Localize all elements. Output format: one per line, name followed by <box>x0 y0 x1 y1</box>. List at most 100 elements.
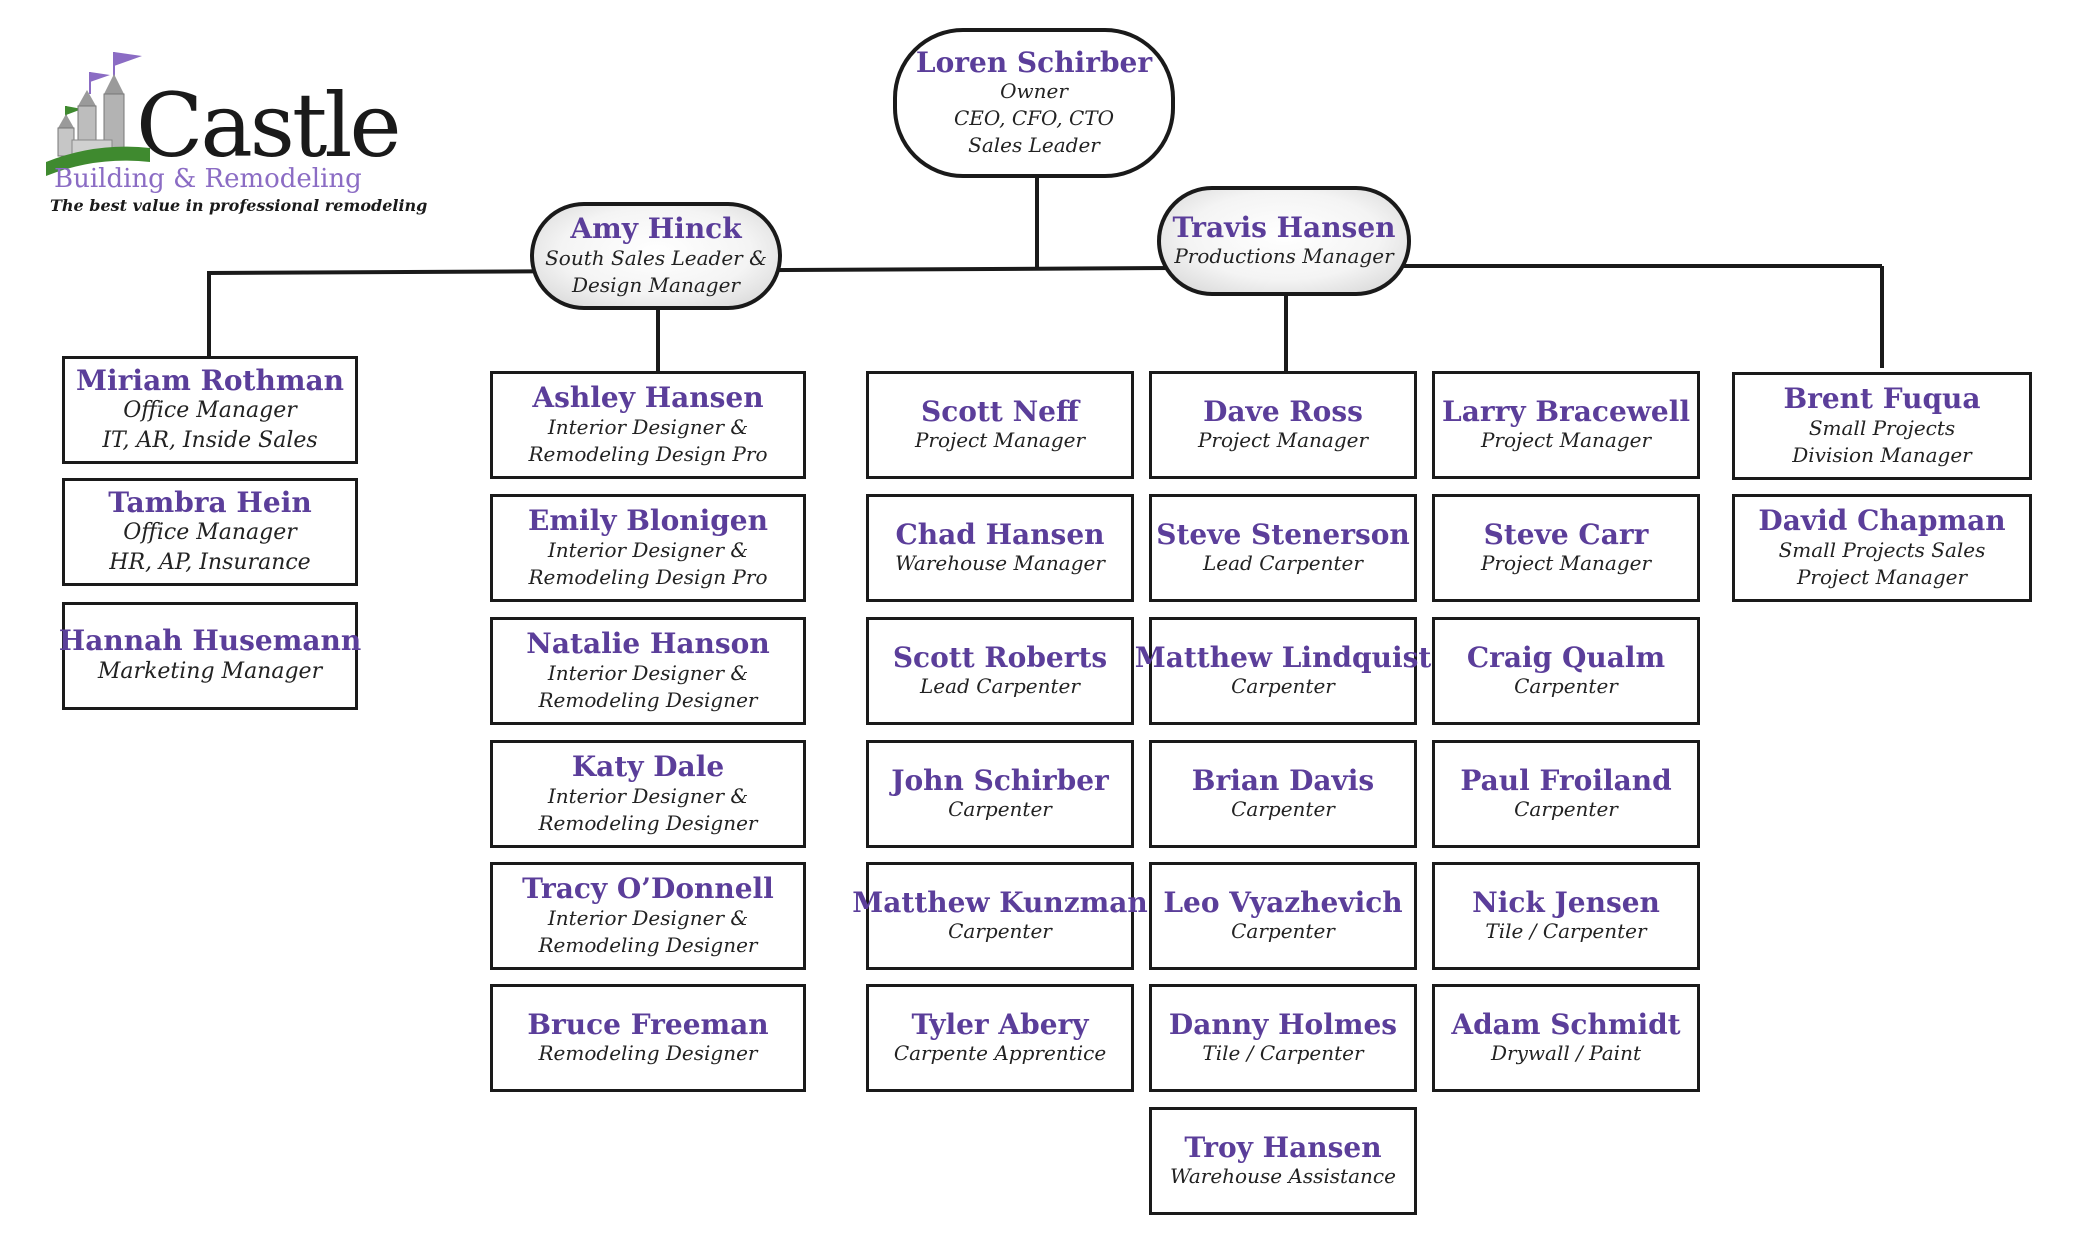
node-title: Project Manager <box>1197 428 1369 453</box>
node-title: Carpenter <box>1231 797 1335 822</box>
org-node-natalie: Natalie Hanson Interior Designer & Remod… <box>490 617 806 725</box>
org-node-brent: Brent Fuqua Small Projects Division Mana… <box>1732 372 2032 480</box>
node-title: Interior Designer & <box>547 414 749 439</box>
org-node-travis: Travis Hansen Productions Manager <box>1157 186 1411 296</box>
node-title: Small Projects <box>1808 415 1956 440</box>
node-name: Emily Blonigen <box>528 504 768 538</box>
node-title: Interior Designer & <box>547 905 749 930</box>
node-title: Project Manager <box>1480 428 1652 453</box>
node-name: Craig Qualm <box>1466 640 1666 674</box>
node-name: Hannah Husemann <box>58 624 362 658</box>
org-node-nick: Nick Jensen Tile / Carpenter <box>1432 862 1700 970</box>
node-name: Steve Carr <box>1483 517 1649 551</box>
node-title: Carpente Apprentice <box>893 1041 1107 1066</box>
org-node-craig: Craig Qualm Carpenter <box>1432 617 1700 725</box>
node-name: Natalie Hanson <box>526 627 770 661</box>
org-node-steve-stenerson: Steve Stenerson Lead Carpenter <box>1149 494 1417 602</box>
org-node-hannah: Hannah Husemann Marketing Manager <box>58 602 362 710</box>
org-node-matthew-kunzman: Matthew Kunzman Carpenter <box>852 862 1148 970</box>
castle-tower-icon <box>46 52 150 176</box>
node-title: Carpenter <box>1231 919 1335 944</box>
node-title: Remodeling Designer <box>538 687 758 712</box>
node-title: Office Manager <box>123 519 297 545</box>
node-name: Katy Dale <box>571 750 725 784</box>
node-title: Carpenter <box>1231 674 1335 699</box>
node-name: Leo Vyazhevich <box>1163 885 1403 919</box>
org-node-john: John Schirber Carpenter <box>866 740 1134 848</box>
node-title: Remodeling Designer <box>538 810 758 835</box>
logo-tagline: The best value in professional remodelin… <box>50 196 428 215</box>
node-title: Tile / Carpenter <box>1202 1041 1364 1066</box>
node-title: Interior Designer & <box>547 660 749 685</box>
node-title: Interior Designer & <box>547 783 749 808</box>
node-title: Carpenter <box>948 919 1052 944</box>
node-name: Bruce Freeman <box>527 1007 769 1041</box>
org-node-danny: Danny Holmes Tile / Carpenter <box>1149 984 1417 1092</box>
node-title: Drywall / Paint <box>1491 1041 1641 1066</box>
node-name: Amy Hinck <box>570 212 742 246</box>
org-node-tambra: Tambra Hein Office Manager HR, AP, Insur… <box>62 478 358 586</box>
node-title: Interior Designer & <box>547 537 749 562</box>
castle-logo: Castle Building & Remodeling The best va… <box>46 44 427 224</box>
node-title: Remodeling Design Pro <box>528 441 768 466</box>
org-node-katy: Katy Dale Interior Designer & Remodeling… <box>490 740 806 848</box>
org-node-ashley: Ashley Hansen Interior Designer & Remode… <box>490 371 806 479</box>
node-title: Remodeling Designer <box>538 1041 758 1066</box>
node-name: Matthew Kunzman <box>852 885 1148 919</box>
node-name: Miriam Rothman <box>76 363 344 397</box>
node-title: Sales Leader <box>968 133 1100 158</box>
org-node-scott-neff: Scott Neff Project Manager <box>866 371 1134 479</box>
node-title: Warehouse Manager <box>895 551 1105 576</box>
logo-wordmark: Castle <box>136 74 402 177</box>
node-name: Brian Davis <box>1191 763 1375 797</box>
node-name: Ashley Hansen <box>532 381 764 415</box>
org-node-brian: Brian Davis Carpenter <box>1149 740 1417 848</box>
org-node-dave: Dave Ross Project Manager <box>1149 371 1417 479</box>
node-title: Lead Carpenter <box>920 674 1080 699</box>
node-name: Adam Schmidt <box>1451 1007 1681 1041</box>
node-name: Chad Hansen <box>895 517 1105 551</box>
node-title: CEO, CFO, CTO <box>954 106 1114 131</box>
org-node-amy: Amy Hinck South Sales Leader & Design Ma… <box>530 202 782 310</box>
node-name: Paul Froiland <box>1460 763 1672 797</box>
org-node-loren: Loren Schirber Owner CEO, CFO, CTO Sales… <box>893 28 1175 178</box>
logo-subtitle: Building & Remodeling <box>54 164 362 194</box>
org-node-david: David Chapman Small Projects Sales Proje… <box>1732 494 2032 602</box>
org-node-tyler: Tyler Abery Carpente Apprentice <box>866 984 1134 1092</box>
node-title: Office Manager <box>123 397 297 423</box>
node-title: Productions Manager <box>1174 244 1394 269</box>
node-name: Loren Schirber <box>915 45 1153 79</box>
org-node-larry: Larry Bracewell Project Manager <box>1432 371 1700 479</box>
org-node-tracy: Tracy O’Donnell Interior Designer & Remo… <box>490 862 806 970</box>
org-node-bruce: Bruce Freeman Remodeling Designer <box>490 984 806 1092</box>
node-name: Brent Fuqua <box>1783 382 1981 416</box>
org-node-emily: Emily Blonigen Interior Designer & Remod… <box>490 494 806 602</box>
node-title: Division Manager <box>1792 442 1972 467</box>
node-name: Larry Bracewell <box>1442 394 1690 428</box>
node-name: Matthew Lindquist <box>1134 640 1432 674</box>
node-title: HR, AP, Insurance <box>109 549 311 575</box>
node-title: Owner <box>1000 79 1068 104</box>
node-title: Project Manager <box>914 428 1086 453</box>
node-title: Remodeling Designer <box>538 932 758 957</box>
node-name: David Chapman <box>1758 504 2006 538</box>
node-title: Project Manager <box>1796 564 1968 589</box>
node-name: Danny Holmes <box>1168 1007 1398 1041</box>
org-node-miriam: Miriam Rothman Office Manager IT, AR, In… <box>62 356 358 464</box>
org-node-leo: Leo Vyazhevich Carpenter <box>1149 862 1417 970</box>
node-title: Carpenter <box>1514 674 1618 699</box>
node-title: Warehouse Assistance <box>1170 1164 1396 1189</box>
node-name: Scott Neff <box>921 394 1079 428</box>
node-name: Tyler Abery <box>911 1007 1089 1041</box>
node-name: Scott Roberts <box>892 640 1108 674</box>
node-title: Tile / Carpenter <box>1485 919 1647 944</box>
node-name: Dave Ross <box>1203 394 1363 428</box>
node-name: Tambra Hein <box>108 485 312 519</box>
node-title: Lead Carpenter <box>1203 551 1363 576</box>
node-name: Nick Jensen <box>1472 885 1660 919</box>
node-title: Remodeling Design Pro <box>528 564 768 589</box>
org-node-adam: Adam Schmidt Drywall / Paint <box>1432 984 1700 1092</box>
node-title: Design Manager <box>572 272 740 297</box>
node-title: Carpenter <box>948 797 1052 822</box>
node-title: IT, AR, Inside Sales <box>102 427 318 453</box>
